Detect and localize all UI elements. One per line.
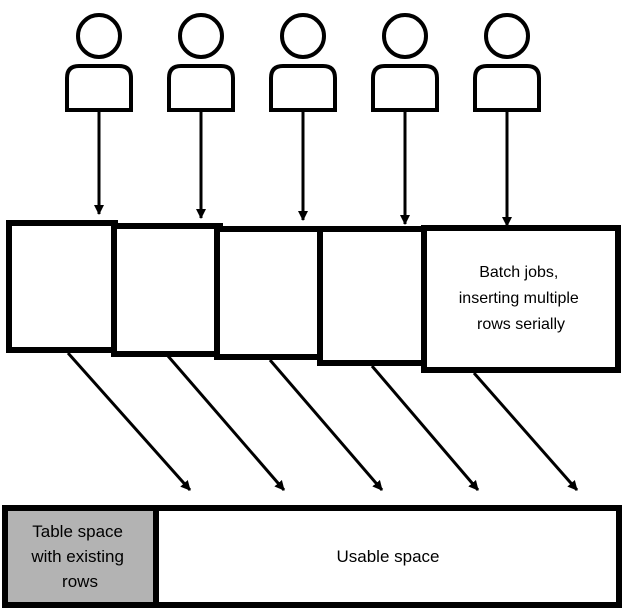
insert-arrow-5	[472, 372, 579, 491]
existing-rows-line-3: rows	[62, 572, 98, 591]
user-1-icon	[65, 13, 133, 112]
insert-arrow-2	[166, 355, 286, 491]
insert-arrow-3	[268, 359, 384, 491]
batch-label-line-3: rows serially	[477, 316, 565, 333]
batch-box-4	[317, 226, 429, 366]
batch-box-5	[421, 225, 621, 373]
insert-arrow-1	[66, 352, 192, 491]
user-2-icon	[167, 13, 235, 112]
insert-arrow-4	[370, 365, 480, 491]
batch-label-line-1: Batch jobs,	[479, 264, 558, 281]
batch-box-1	[6, 220, 118, 353]
batch-label-line-2: inserting multiple	[459, 290, 579, 307]
user-3-icon	[269, 13, 337, 112]
batch-box-2	[111, 223, 223, 357]
existing-rows-line-2: with existing	[30, 547, 124, 566]
existing-rows-label: Table space with existing rows	[30, 522, 128, 591]
batch-box-3	[214, 226, 326, 360]
user-4-icon	[371, 13, 439, 112]
usable-space-label: Usable space	[336, 547, 439, 566]
existing-rows-region	[5, 508, 155, 605]
user-5-icon	[473, 13, 541, 112]
existing-rows-line-1: Table space	[32, 522, 123, 541]
table-space-outline	[2, 505, 622, 608]
batch-jobs-label: Batch jobs, inserting multiple rows seri…	[459, 264, 584, 333]
